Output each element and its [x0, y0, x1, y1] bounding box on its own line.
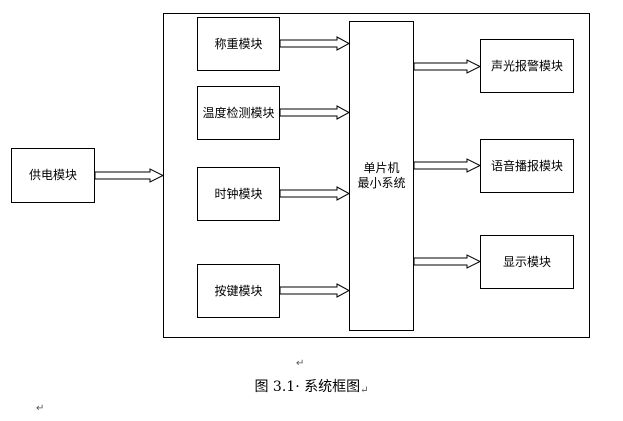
- arrow-temperature-to-mcu: [279, 105, 351, 120]
- mcu-module: 单片机 最小系统: [349, 21, 414, 331]
- figure-caption-text: 图 3.1· 系统框图: [254, 379, 361, 395]
- temperature-module: 温度检测模块: [197, 86, 280, 140]
- paragraph-mark: ↵: [36, 403, 45, 414]
- mcu-label-line1: 单片机: [363, 161, 400, 175]
- voice-module-label: 语音播报模块: [490, 158, 563, 173]
- keypad-module-label: 按键模块: [214, 283, 263, 298]
- display-module-label: 显示模块: [502, 254, 551, 269]
- alarm-module: 声光报警模块: [480, 39, 574, 93]
- display-module: 显示模块: [480, 235, 574, 289]
- arrow-clock-to-mcu: [279, 186, 351, 201]
- arrow-mcu-to-voice: [413, 158, 482, 173]
- alarm-module-label: 声光报警模块: [490, 58, 563, 73]
- arrow-power-to-system: [94, 168, 165, 183]
- arrow-mcu-to-display: [413, 254, 482, 269]
- temperature-module-label: 温度检测模块: [202, 105, 275, 120]
- paragraph-mark: ↵: [360, 385, 369, 396]
- mcu-label-line2: 最小系统: [357, 176, 406, 190]
- voice-module: 语音播报模块: [480, 139, 574, 193]
- arrow-mcu-to-alarm: [413, 59, 482, 74]
- clock-module-label: 时钟模块: [214, 186, 263, 201]
- arrow-keypad-to-mcu: [279, 283, 351, 298]
- weighing-module-label: 称重模块: [214, 36, 263, 51]
- power-module-label: 供电模块: [28, 168, 77, 182]
- power-module: 供电模块: [11, 148, 95, 203]
- figure-caption: 图 3.1· 系统框图↵: [0, 376, 623, 396]
- weighing-module: 称重模块: [197, 17, 280, 71]
- arrow-weighing-to-mcu: [279, 36, 351, 51]
- paragraph-mark: ↵: [296, 358, 305, 369]
